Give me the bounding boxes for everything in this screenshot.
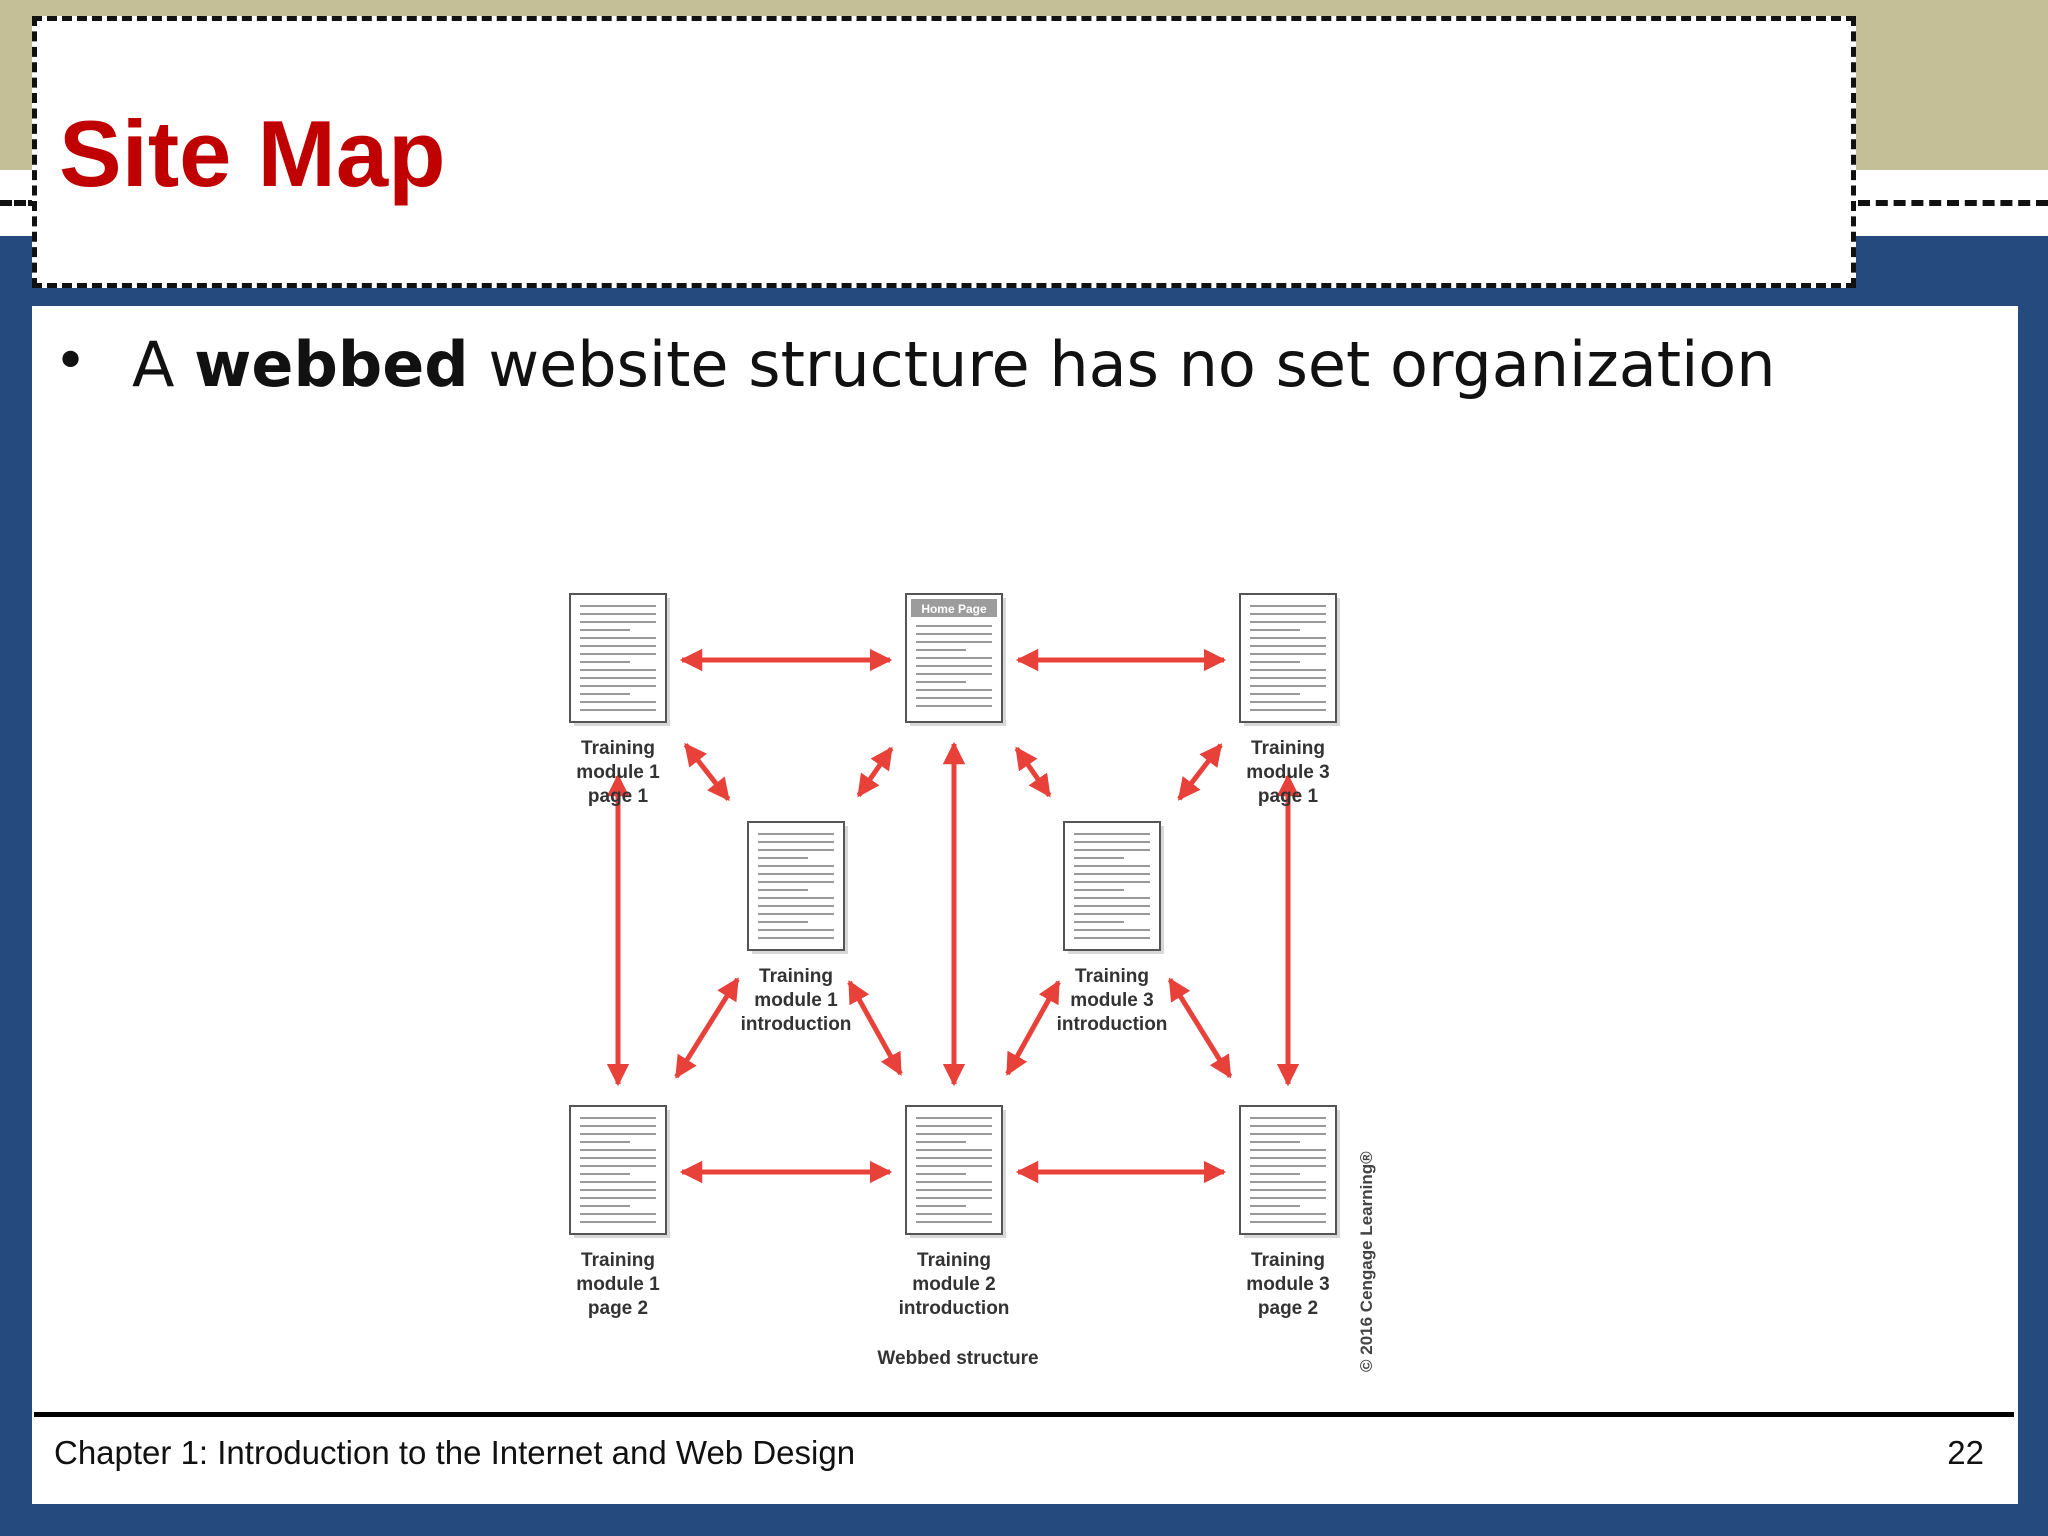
home-page-label: Home Page — [921, 602, 987, 616]
node-label-tm1p2: module 1 — [576, 1274, 660, 1295]
page-icon — [1063, 821, 1161, 951]
node-label-tm3p2: page 2 — [1258, 1298, 1318, 1319]
node-label-tm2intro: introduction — [899, 1298, 1010, 1319]
node-label-tm3p2: Training — [1251, 1250, 1325, 1271]
link-arrow-home-tm3intro — [1014, 746, 1052, 798]
node-label-tm1intro: module 1 — [754, 990, 838, 1011]
node-label-tm1p1: page 1 — [588, 786, 649, 807]
node-label-tm1p1: module 1 — [576, 762, 660, 783]
link-arrow-tm1intro-tm1p2 — [674, 977, 740, 1079]
title-box: Site Map — [32, 16, 1856, 288]
node-label-tm1intro: introduction — [741, 1014, 852, 1035]
page-icon — [747, 821, 845, 951]
link-arrow-tm3p1-tm3intro — [1177, 743, 1223, 801]
bullet-suffix: website structure has no set organizatio… — [468, 328, 1776, 401]
page-node-tm2intro: Training module 2 introduction — [899, 1105, 1010, 1319]
node-label-tm1p1: Training — [581, 738, 655, 759]
node-label-tm2intro: Training — [917, 1250, 991, 1271]
node-label-tm1p2: page 2 — [588, 1298, 648, 1319]
page-node-tm3p2: Training module 3 page 2 — [1239, 1105, 1340, 1319]
node-label-tm3intro: introduction — [1057, 1014, 1168, 1035]
content-area: • A webbed website structure has no set … — [32, 306, 2018, 1504]
bullet-prefix: A — [132, 328, 195, 401]
footer-chapter: Chapter 1: Introduction to the Internet … — [54, 1434, 856, 1471]
node-label-tm3intro: module 3 — [1070, 990, 1153, 1011]
bullet-emphasis: webbed — [194, 328, 469, 401]
bullet-marker: • — [54, 329, 88, 394]
page-node-tm1intro: Training module 1 introduction — [741, 821, 852, 1035]
page-icon — [569, 593, 667, 723]
page-icon — [905, 1105, 1003, 1235]
node-label-tm3p1: Training — [1251, 738, 1325, 759]
copyright-notice: © 2016 Cengage Learning® — [1357, 1151, 1376, 1372]
link-arrow-home-tm1intro — [856, 746, 894, 798]
link-arrow-tm1intro-tm2intro — [847, 980, 903, 1076]
right-dashed-rule — [1858, 200, 2048, 206]
node-label-tm1p2: Training — [581, 1250, 655, 1271]
node-label-tm3p2: module 3 — [1246, 1274, 1329, 1295]
node-label-tm3intro: Training — [1075, 966, 1149, 987]
page-icon — [1239, 1105, 1337, 1235]
footer-rule — [34, 1412, 2014, 1417]
diagram-caption: Webbed structure — [877, 1348, 1038, 1369]
node-label-tm1intro: Training — [759, 966, 833, 987]
page-icon — [1239, 593, 1337, 723]
node-label-tm2intro: module 2 — [912, 1274, 995, 1295]
link-arrow-tm1p1-tm1intro — [683, 742, 731, 802]
left-dashed-rule — [0, 200, 40, 206]
home-page-bar — [911, 599, 997, 617]
link-arrow-tm3intro-tm3p2 — [1167, 977, 1233, 1079]
page-node-tm3intro: Training module 3 introduction — [1057, 821, 1168, 1035]
page-node-tm1p2: Training module 1 page 2 — [569, 1105, 670, 1319]
link-arrow-tm3intro-tm2intro — [1005, 980, 1061, 1076]
node-label-tm3p1: page 1 — [1258, 786, 1319, 807]
page-icon — [569, 1105, 667, 1235]
page-node-tm3p1: Training module 3 page 1 — [1239, 593, 1340, 807]
page-number: 22 — [1947, 1434, 1984, 1471]
slide-title: Site Map — [59, 101, 446, 206]
link-arrows — [606, 648, 1300, 1184]
bullet-text: A webbed website structure has no set or… — [132, 328, 1776, 402]
node-label-tm3p1: module 3 — [1246, 762, 1329, 783]
page-node-tm1p1: Training module 1 page 1 — [569, 593, 670, 807]
page-node-home: Home Page — [905, 593, 1006, 726]
